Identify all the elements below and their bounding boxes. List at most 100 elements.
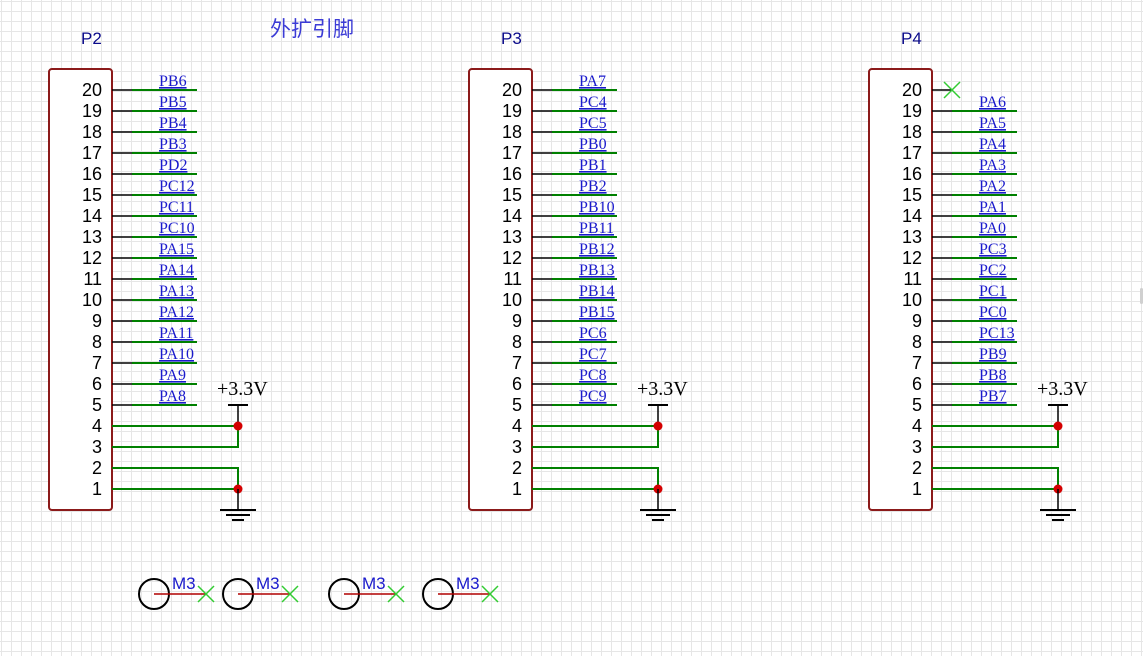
pin-number: 17 bbox=[82, 143, 102, 163]
net-label: PC4 bbox=[579, 94, 607, 111]
net-label: PC0 bbox=[979, 304, 1007, 321]
pin-number: 16 bbox=[902, 164, 922, 184]
pin-number: 18 bbox=[902, 122, 922, 142]
sheet-title: 外扩引脚 bbox=[270, 17, 354, 41]
pin-number: 12 bbox=[82, 248, 102, 268]
net-label: PA5 bbox=[979, 115, 1006, 132]
pin-number: 10 bbox=[502, 290, 522, 310]
net-label: PB5 bbox=[159, 94, 187, 111]
pin-number: 19 bbox=[902, 101, 922, 121]
net-label: PA11 bbox=[159, 325, 193, 342]
pin-number: 2 bbox=[512, 458, 522, 478]
header-p2[interactable]: P2 2019181716151413121110987654321PB6PB5… bbox=[48, 29, 268, 521]
mounting-hole-label: M3 bbox=[256, 574, 280, 593]
pin-number: 18 bbox=[82, 122, 102, 142]
pin-number: 8 bbox=[512, 332, 522, 352]
net-label: PC5 bbox=[579, 115, 607, 132]
header-p3[interactable]: P3 2019181716151413121110987654321PA7PC4… bbox=[468, 29, 688, 521]
pin-number: 6 bbox=[512, 374, 522, 394]
pin-number: 1 bbox=[92, 479, 102, 499]
pin-number: 7 bbox=[912, 353, 922, 373]
net-label: PB14 bbox=[579, 283, 615, 300]
no-connect-marker bbox=[943, 81, 961, 99]
net-label: PC2 bbox=[979, 262, 1007, 279]
net-label: PA2 bbox=[979, 178, 1006, 195]
ground-wire bbox=[112, 467, 239, 489]
pin-number: 12 bbox=[502, 248, 522, 268]
power-label: +3.3V bbox=[1037, 378, 1088, 400]
pin-number: 5 bbox=[92, 395, 102, 415]
pin-number: 17 bbox=[502, 143, 522, 163]
net-label: PC9 bbox=[579, 388, 607, 405]
net-label: PC10 bbox=[159, 220, 195, 237]
junction-dot bbox=[1053, 421, 1063, 431]
no-connect-marker bbox=[281, 585, 299, 603]
net-label: PB4 bbox=[159, 115, 187, 132]
mounting-hole-label: M3 bbox=[456, 574, 480, 593]
pin-number: 11 bbox=[903, 269, 922, 289]
net-label: PC7 bbox=[579, 346, 607, 363]
net-label: PA9 bbox=[159, 367, 186, 384]
net-label: PB3 bbox=[159, 136, 187, 153]
pin-number: 15 bbox=[902, 185, 922, 205]
net-label: PB2 bbox=[579, 178, 607, 195]
net-label: PC3 bbox=[979, 241, 1007, 258]
net-label: PB0 bbox=[579, 136, 607, 153]
net-label: PB13 bbox=[579, 262, 615, 279]
scrollbar-thumb[interactable] bbox=[1140, 288, 1143, 304]
net-label: PA1 bbox=[979, 199, 1006, 216]
header-ref-p2: P2 bbox=[81, 29, 102, 48]
pin-number: 7 bbox=[92, 353, 102, 373]
pin-number: 4 bbox=[92, 416, 102, 436]
pin-number: 13 bbox=[902, 227, 922, 247]
power-wire bbox=[112, 426, 239, 448]
net-label: PB9 bbox=[979, 346, 1007, 363]
net-label: PA12 bbox=[159, 304, 194, 321]
header-ref-p4: P4 bbox=[901, 29, 922, 48]
pin-number: 1 bbox=[512, 479, 522, 499]
pin-number: 10 bbox=[82, 290, 102, 310]
mounting-holes: M3 M3 M3 M3 bbox=[138, 574, 499, 610]
power-wire bbox=[532, 426, 659, 448]
pin-number: 16 bbox=[82, 164, 102, 184]
pin-number: 7 bbox=[512, 353, 522, 373]
net-label: PA7 bbox=[579, 73, 606, 90]
net-label: PB7 bbox=[979, 388, 1007, 405]
net-label: PA0 bbox=[979, 220, 1006, 237]
mounting-hole-label: M3 bbox=[172, 574, 196, 593]
net-label: PB8 bbox=[979, 367, 1007, 384]
no-connect-marker bbox=[197, 585, 215, 603]
junction-dot bbox=[653, 421, 663, 431]
net-label: PB12 bbox=[579, 241, 615, 258]
power-label: +3.3V bbox=[217, 378, 268, 400]
net-label: PB10 bbox=[579, 199, 615, 216]
mounting-hole-label: M3 bbox=[362, 574, 386, 593]
net-label: PC11 bbox=[159, 199, 194, 216]
pin-number: 9 bbox=[92, 311, 102, 331]
net-label: PA14 bbox=[159, 262, 194, 279]
pin-number: 20 bbox=[902, 80, 922, 100]
connector-body-p3 bbox=[468, 68, 533, 511]
pin-number: 15 bbox=[502, 185, 522, 205]
pin-number: 3 bbox=[92, 437, 102, 457]
net-label: PA8 bbox=[159, 388, 186, 405]
net-label: PA4 bbox=[979, 136, 1006, 153]
pin-number: 14 bbox=[502, 206, 522, 226]
pin-number: 11 bbox=[83, 269, 102, 289]
pin-number: 8 bbox=[92, 332, 102, 352]
net-label: PA15 bbox=[159, 241, 194, 258]
pin-number: 4 bbox=[912, 416, 922, 436]
pin-number: 13 bbox=[502, 227, 522, 247]
junction-dot bbox=[233, 421, 243, 431]
pin-number: 12 bbox=[902, 248, 922, 268]
pin-number: 18 bbox=[502, 122, 522, 142]
header-p4[interactable]: P4 2019181716151413121110987654321PA6PA5… bbox=[868, 29, 1088, 521]
net-label: PC8 bbox=[579, 367, 607, 384]
net-label: PC12 bbox=[159, 178, 195, 195]
connector-body-p2 bbox=[48, 68, 113, 511]
pin-number: 6 bbox=[912, 374, 922, 394]
ground-wire bbox=[532, 467, 659, 489]
pin-number: 9 bbox=[512, 311, 522, 331]
pin-number: 19 bbox=[502, 101, 522, 121]
